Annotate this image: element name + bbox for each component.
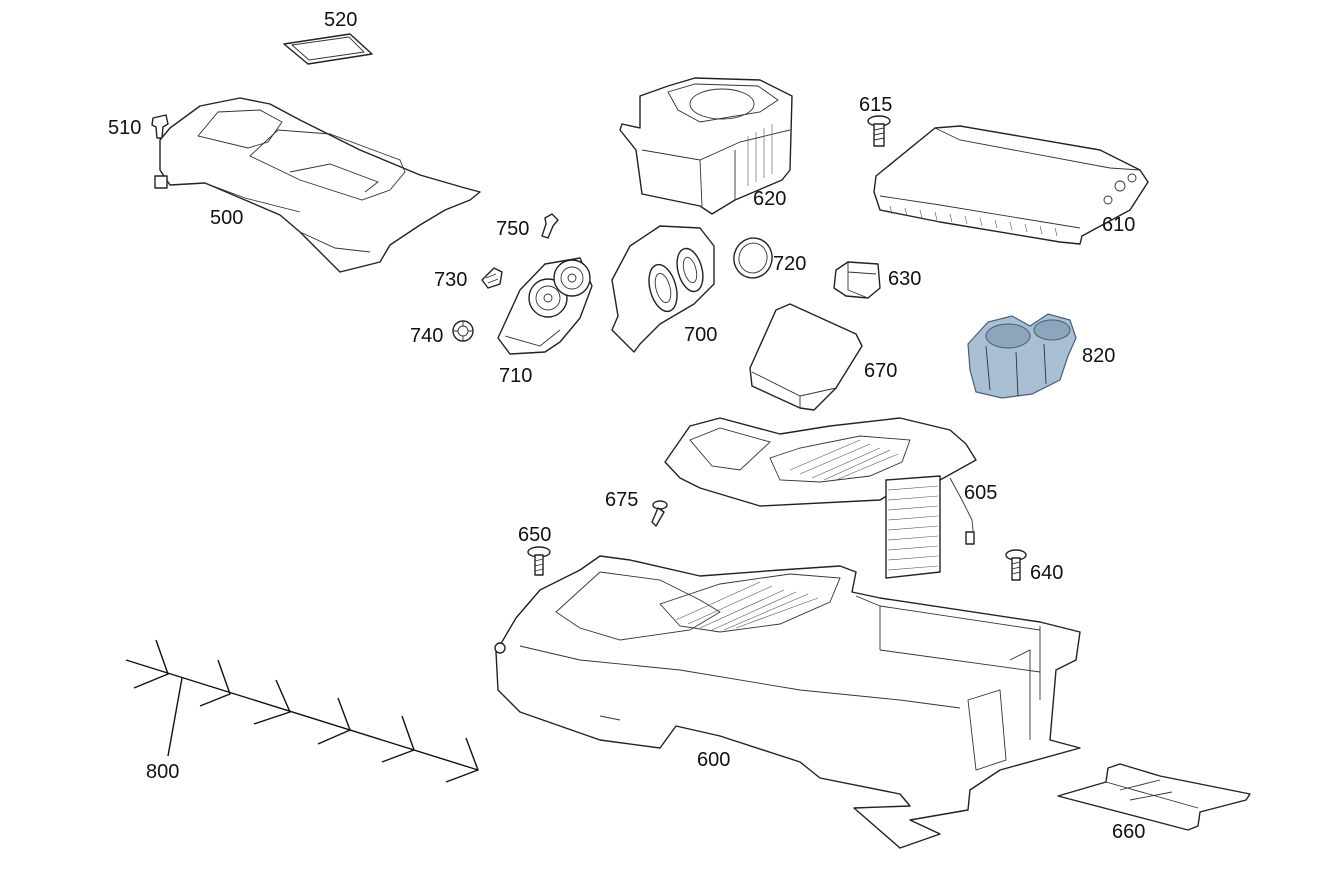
part-670-cover: [749, 303, 863, 411]
label-675: 675: [605, 489, 638, 511]
part-600-console-body: [494, 555, 1081, 849]
part-630-switch: [833, 261, 881, 299]
label-740: 740: [410, 325, 443, 347]
part-640-screw: [1005, 549, 1027, 581]
part-740-grommet: [452, 320, 474, 342]
part-800-wiring-harness: [125, 639, 479, 783]
label-720: 720: [773, 253, 806, 275]
label-600: 600: [697, 749, 730, 771]
part-820-cupholder-insert: [967, 313, 1077, 399]
part-620-storage-bin: [619, 77, 793, 215]
label-820: 820: [1082, 345, 1115, 367]
part-710-vent-assembly: [497, 257, 593, 355]
part-750-connector: [541, 213, 559, 239]
label-500: 500: [210, 207, 243, 229]
label-620: 620: [753, 188, 786, 210]
part-615-screw: [867, 115, 891, 147]
label-750: 750: [496, 218, 529, 240]
label-640: 640: [1030, 562, 1063, 584]
part-660-mat: [1057, 763, 1251, 831]
label-605: 605: [964, 482, 997, 504]
label-670: 670: [864, 360, 897, 382]
part-720-ring: [733, 237, 773, 279]
part-730-clip: [481, 267, 503, 289]
part-700-vent-housing: [611, 225, 715, 353]
part-500-trim-bezel: [154, 97, 481, 273]
label-615: 615: [859, 94, 892, 116]
label-630: 630: [888, 268, 921, 290]
label-520: 520: [324, 9, 357, 31]
label-710: 710: [499, 365, 532, 387]
part-520-pad: [283, 33, 373, 65]
part-675-screw: [651, 500, 668, 527]
label-730: 730: [434, 269, 467, 291]
part-650-screw: [527, 546, 551, 576]
part-605-upper-tray: [664, 417, 977, 579]
label-700: 700: [684, 324, 717, 346]
label-510: 510: [108, 117, 141, 139]
part-610-armrest-lid: [873, 125, 1149, 245]
label-610: 610: [1102, 214, 1135, 236]
label-660: 660: [1112, 821, 1145, 843]
label-800: 800: [146, 761, 179, 783]
label-650: 650: [518, 524, 551, 546]
